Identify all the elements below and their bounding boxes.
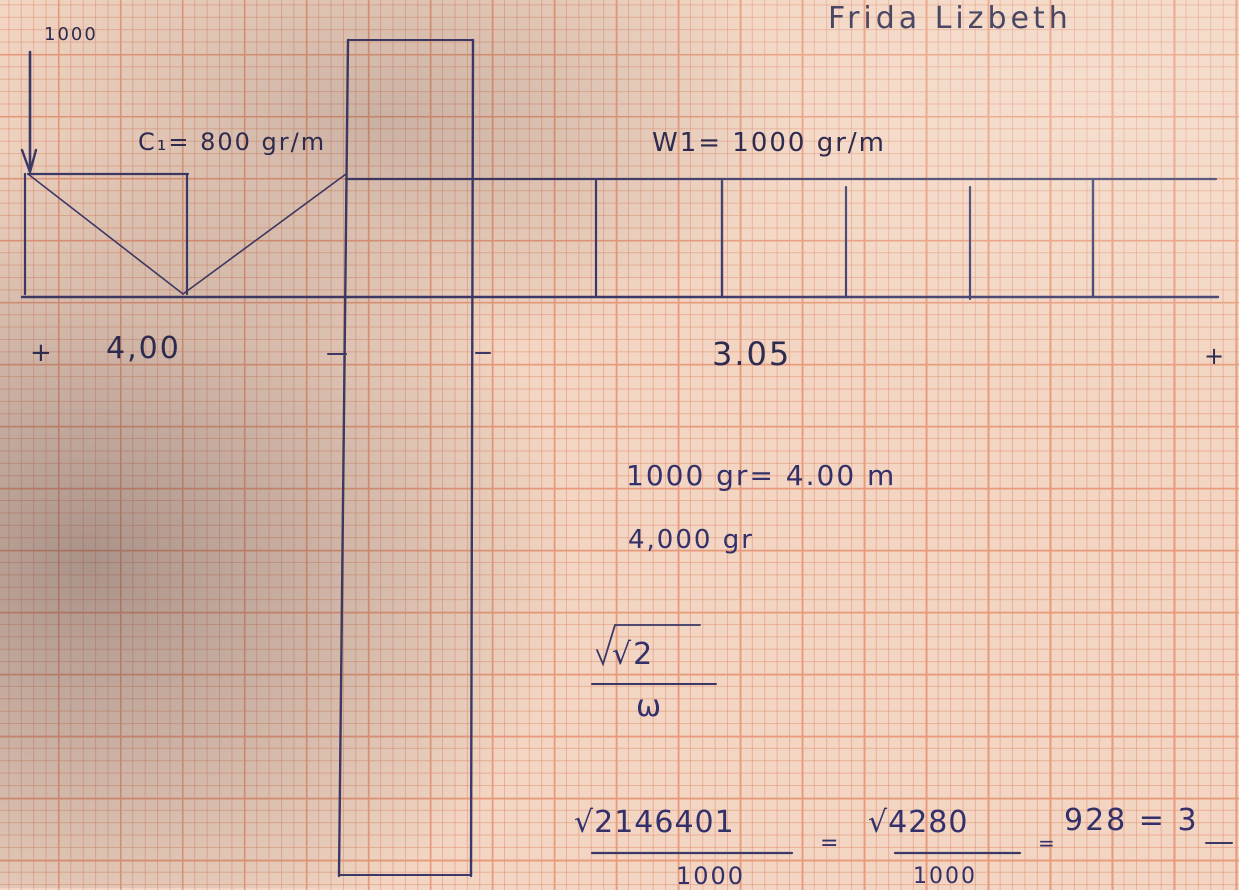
fraction-denominator: ω [636, 689, 664, 724]
signature: Frida Lizbeth [828, 1, 1072, 36]
calc-line-1: 1000 gr= 4.00 m [626, 459, 897, 492]
load-value: 1000 [44, 24, 98, 45]
calc-line-2: 4,000 gr [628, 525, 754, 555]
eq-denominator-1: 1000 [676, 862, 746, 890]
eq-numerator-2: √4280 [868, 805, 969, 840]
eq-denominator-2: 1000 [913, 864, 977, 889]
eq-result: 928 = 3 [1064, 803, 1199, 838]
fraction-numerator: √2 [612, 637, 655, 672]
right-dimension: 3.05 [712, 335, 792, 373]
plus-right: + [1204, 342, 1227, 370]
c1-load-label: C₁= 800 gr/m [138, 128, 327, 156]
eq-sign-2: = [1038, 831, 1057, 855]
column-left [337, 38, 350, 878]
eq-numerator-1: √2146401 [574, 805, 735, 840]
w1-load-label: W1= 1000 gr/m [652, 128, 887, 158]
load-arrow-head [20, 148, 38, 176]
root-sign-small [596, 624, 701, 667]
eq-sign-1: = [820, 831, 841, 856]
left-dimension: 4,00 [106, 331, 181, 366]
column-right [469, 38, 475, 878]
left-diag-2 [182, 173, 347, 295]
plus-left: + [30, 338, 54, 368]
left-diag-1 [27, 173, 184, 295]
